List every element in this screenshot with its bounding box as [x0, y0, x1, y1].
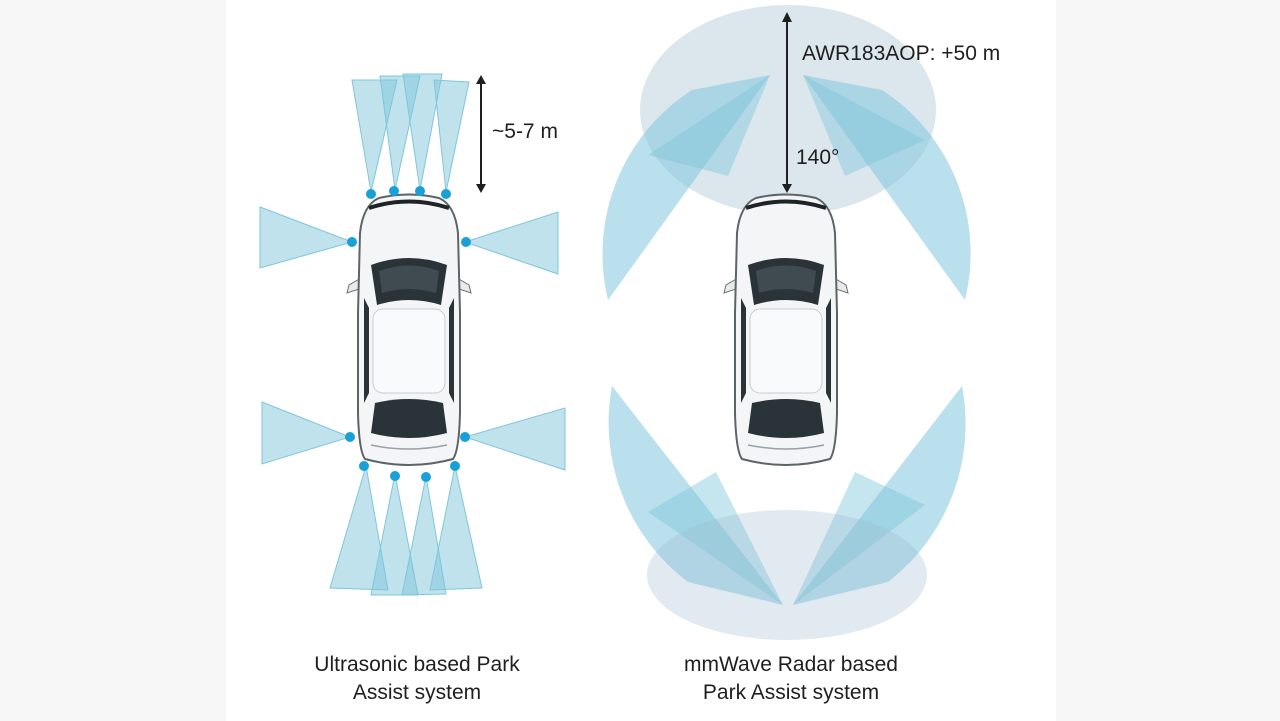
ultrasonic-range-arrow [476, 75, 486, 193]
ultrasonic-caption-line1: Ultrasonic based Park [262, 651, 572, 679]
ultrasonic-caption-line2: Assist system [262, 679, 572, 707]
car-right [724, 195, 848, 466]
ultrasonic-caption: Ultrasonic based Park Assist system [262, 651, 572, 707]
radar-caption-line2: Park Assist system [636, 679, 946, 707]
radar-caption-line1: mmWave Radar based [636, 651, 946, 679]
rear-ultrasonic-beams [330, 466, 482, 595]
radar-caption: mmWave Radar based Park Assist system [636, 651, 946, 707]
radar-rear-lobe [647, 510, 927, 640]
radar-angle-label: 140° [796, 144, 839, 172]
ultrasonic-range-label: ~5-7 m [492, 118, 558, 146]
car-left [347, 195, 471, 466]
radar-range-label: AWR183AOP: +50 m [802, 40, 1000, 68]
radar-system [602, 5, 970, 640]
ultrasonic-system [260, 74, 565, 595]
front-ultrasonic-beams [352, 74, 469, 192]
